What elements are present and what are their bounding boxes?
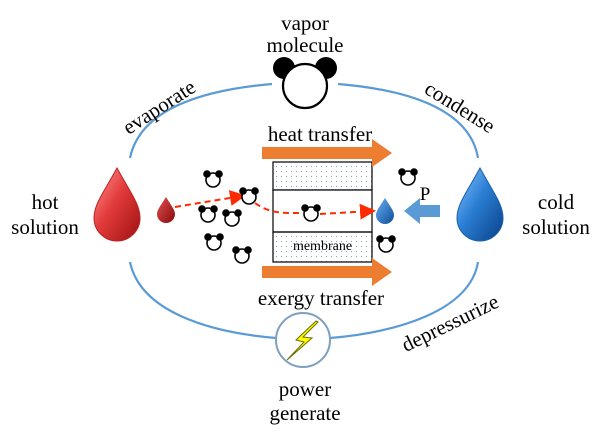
molecule-icon: [204, 233, 224, 251]
label-power: power: [278, 377, 332, 401]
cold-solution-drop-icon: [456, 166, 504, 242]
hot-solution-drop-icon: [93, 166, 141, 242]
molecule-icon: [239, 187, 259, 205]
molecule-icon: [198, 205, 218, 223]
label-molecule: molecule: [266, 33, 344, 57]
molecule-icon: [376, 235, 396, 253]
heat-transfer-arrow: [262, 139, 392, 167]
arc-depressurize: [329, 261, 480, 340]
arc-power: [128, 261, 277, 340]
molecule-icon: [398, 168, 418, 186]
label-membrane: membrane: [292, 239, 353, 254]
pressure-arrow: [404, 198, 440, 224]
label-hot: hot: [31, 190, 59, 214]
arc-evaporate: [128, 82, 273, 159]
lightning-bolt-icon: [275, 312, 331, 368]
label-cold-solution: solution: [522, 215, 590, 239]
label-heat-transfer: heat transfer: [267, 122, 373, 146]
label-pressure: P: [419, 184, 431, 205]
hot-droplet-icon: [157, 197, 175, 223]
label-vapor: vapor: [281, 11, 329, 35]
exergy-transfer-arrow: [262, 258, 392, 286]
molecule-icon: [203, 170, 223, 188]
label-exergy-transfer: exergy transfer: [257, 286, 385, 310]
arc-condense: [337, 82, 480, 159]
cold-droplet-icon: [376, 198, 394, 224]
vapor-path-arrows: [174, 190, 376, 220]
molecule-icon: [301, 204, 321, 222]
cycle-arcs: [128, 82, 480, 340]
molecule-icon: [232, 246, 252, 264]
label-generate: generate: [269, 401, 341, 425]
small-molecules: [198, 168, 418, 264]
label-cold: cold: [537, 190, 575, 214]
vapor-molecule-icon: [273, 57, 337, 110]
molecule-icon: [222, 209, 242, 227]
label-hot-solution: solution: [11, 215, 79, 239]
